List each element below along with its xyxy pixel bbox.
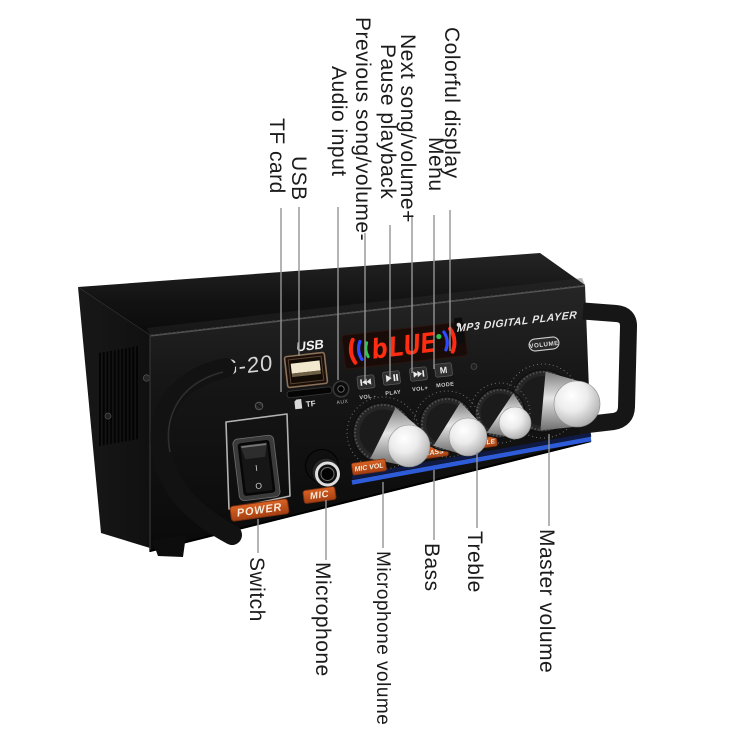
mic-label: MIC xyxy=(302,486,337,504)
tf-card-slot: TF xyxy=(286,386,333,410)
mode-button: M MODE xyxy=(434,362,455,389)
letter-m-icon: M xyxy=(439,365,448,376)
bass-knob xyxy=(413,390,488,458)
display-arc-blue-right xyxy=(442,330,449,352)
svg-text:BASS: BASS xyxy=(424,448,445,458)
display-arc-green-left xyxy=(364,341,370,359)
display-text: bLUE xyxy=(371,327,436,365)
vent-grille xyxy=(99,346,138,446)
callout-pause-playback: Pause playback xyxy=(376,44,400,200)
callout-microphone: Microphone xyxy=(311,562,335,677)
chassis-top-sheen xyxy=(147,278,585,335)
panel-ridge-highlight xyxy=(149,285,586,337)
leader-lines xyxy=(257,207,550,560)
power-switch-outline xyxy=(225,413,291,510)
switch-mark-on: I xyxy=(255,463,259,473)
skip-back-icon xyxy=(360,378,372,386)
callout-previous-song: Previous song/volume- xyxy=(351,17,375,242)
callout-next-song: Next song/volume+ xyxy=(396,34,420,223)
ir-sensor xyxy=(453,317,465,345)
sd-card-icon xyxy=(294,399,303,410)
callout-usb: USB xyxy=(287,156,311,201)
front-screw-left xyxy=(254,401,264,411)
callout-treble: Treble xyxy=(463,531,487,593)
display-arc-red-left xyxy=(348,337,358,365)
play-pause-button: PLAY xyxy=(382,370,401,398)
mic-volume-knob xyxy=(346,396,431,470)
colorful-display: bLUE xyxy=(341,317,468,370)
callout-bass: Bass xyxy=(420,543,444,592)
chassis-top-face xyxy=(78,253,585,335)
switch-mark-off: O xyxy=(255,480,263,491)
power-rocker-switch: I O xyxy=(232,434,281,502)
mic-vol-label: MIC VOL xyxy=(351,458,387,476)
power-label: POWER xyxy=(229,498,290,522)
previous-button: VOL - xyxy=(356,374,376,401)
left-handle xyxy=(150,358,242,545)
mic-jack xyxy=(305,449,341,487)
callout-audio-input: Audio input xyxy=(327,66,351,177)
callout-master-volume: Master volume xyxy=(535,529,559,674)
usb-port-label: USB xyxy=(296,336,324,354)
play-label: PLAY xyxy=(385,390,401,398)
vol-minus-label: VOL - xyxy=(359,393,376,401)
play-pause-icon xyxy=(385,373,399,383)
display-dot-green-right xyxy=(436,333,442,340)
next-button: VOL+ xyxy=(409,366,429,394)
display-arc-blue-left xyxy=(356,339,364,362)
mode-label: MODE xyxy=(436,381,455,389)
aux-jack: AUX xyxy=(332,380,350,406)
treble-knob xyxy=(469,382,532,444)
callout-microphone-volume: Microphone volume xyxy=(371,551,393,726)
front-screw-right xyxy=(470,363,478,370)
usb-port xyxy=(283,351,329,389)
callout-menu: Menu xyxy=(424,137,448,192)
svg-text:VOLUME: VOLUME xyxy=(529,340,559,350)
vol-plus-label: VOL+ xyxy=(412,386,429,394)
svg-text:MIC: MIC xyxy=(309,489,330,503)
svg-text:MIC VOL: MIC VOL xyxy=(354,462,384,473)
right-handle xyxy=(578,302,637,434)
tf-label: TF xyxy=(305,399,316,409)
callout-tf-card: TF card xyxy=(265,118,289,194)
callout-switch: Switch xyxy=(245,557,269,622)
callout-colorful-display: Colorful display xyxy=(440,27,464,179)
aux-label: AUX xyxy=(336,399,349,406)
display-arc-red-right xyxy=(448,326,457,354)
volume-badge: VOLUME xyxy=(528,336,560,352)
blue-stripe xyxy=(351,432,592,485)
skip-forward-icon xyxy=(413,370,425,378)
chassis-foot xyxy=(152,535,186,557)
left-handle-highlight xyxy=(167,371,224,453)
